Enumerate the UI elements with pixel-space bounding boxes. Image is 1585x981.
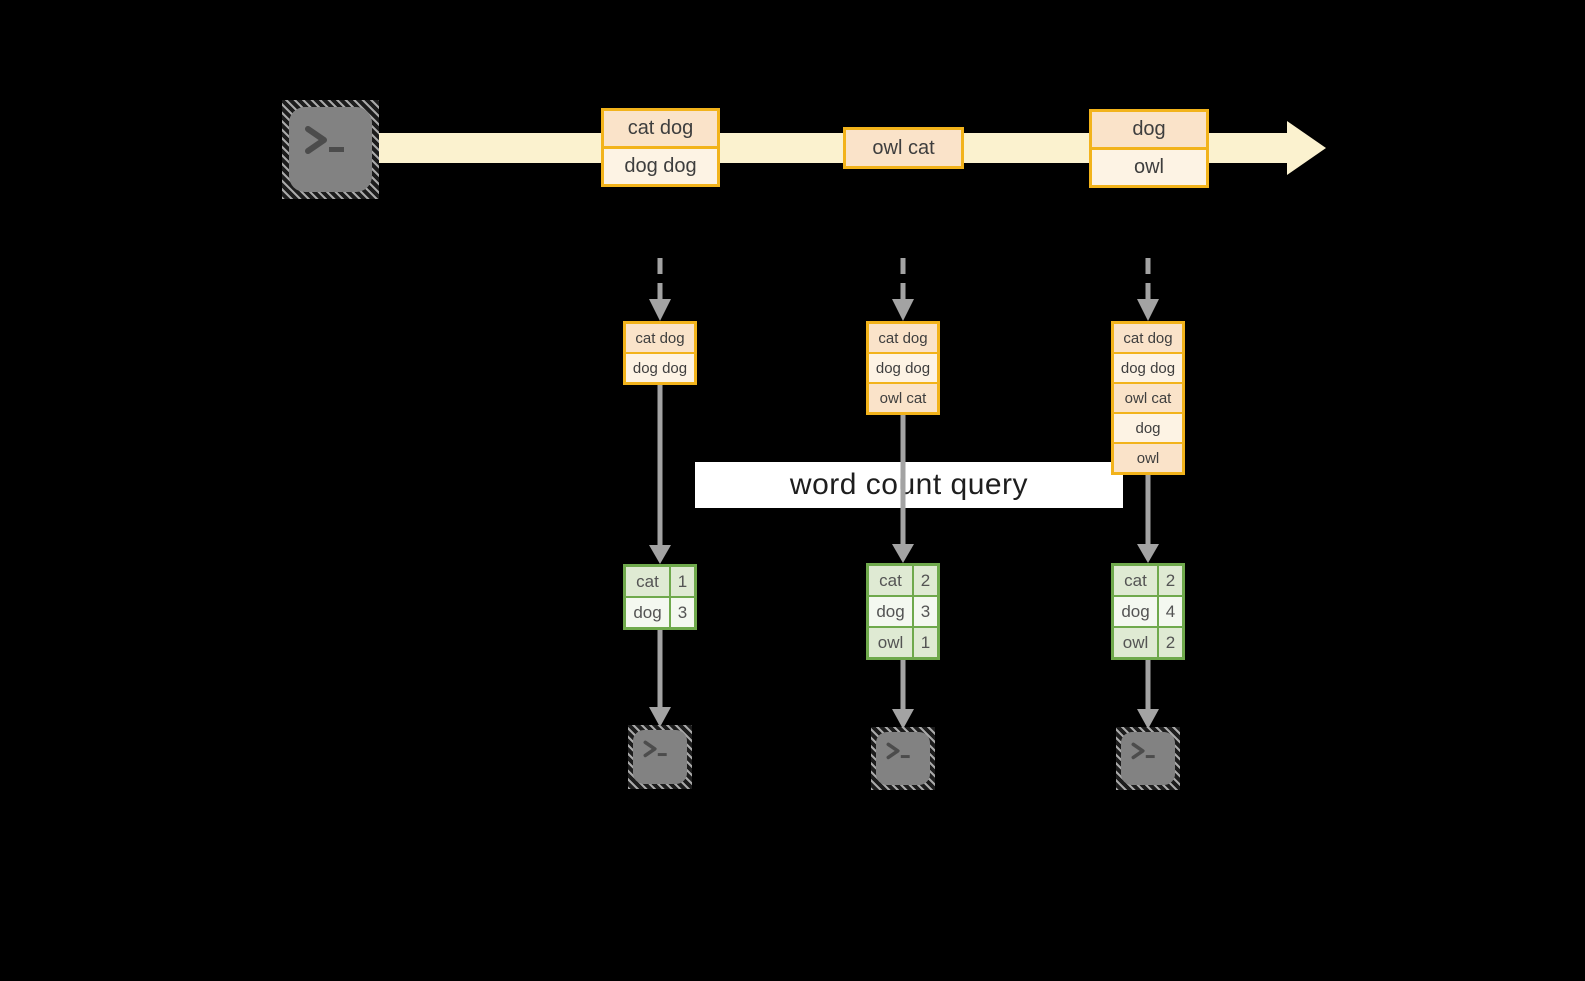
accumulated-row: cat dog <box>626 324 694 352</box>
count-value-cell: 1 <box>914 628 937 657</box>
accumulated-table-2: cat dog dog dog owl cat <box>866 321 940 415</box>
terminal-screen <box>289 107 372 192</box>
stream-record: cat dog <box>604 111 717 146</box>
query-arrowhead-icon <box>1137 544 1159 563</box>
stream-event-3: dog owl <box>1089 109 1209 188</box>
stream-event-2: owl cat <box>843 127 964 169</box>
ingest-arrowhead-icon <box>892 299 914 321</box>
accumulated-row: dog <box>1114 414 1182 442</box>
count-value-cell: 2 <box>1159 566 1182 595</box>
count-word-cell: owl <box>869 628 912 657</box>
accumulated-table-3: cat dog dog dog owl cat dog owl <box>1111 321 1185 475</box>
stream-record: owl <box>1092 150 1206 185</box>
terminal-icon <box>282 100 379 199</box>
accumulated-row: dog dog <box>1114 354 1182 382</box>
count-word-cell: owl <box>1114 628 1157 657</box>
terminal-screen <box>1121 732 1175 785</box>
accumulated-row: cat dog <box>869 324 937 352</box>
accumulated-row: owl cat <box>1114 384 1182 412</box>
stream-event-1: cat dog dog dog <box>601 108 720 187</box>
query-arrowhead-icon <box>649 545 671 564</box>
terminal-icon <box>628 725 692 789</box>
terminal-prompt-icon <box>1131 742 1155 760</box>
ingest-arrowhead-icon <box>1137 299 1159 321</box>
stream-record: owl cat <box>846 130 961 166</box>
terminal-prompt-icon <box>305 126 344 154</box>
count-value-cell: 1 <box>671 567 694 596</box>
accumulated-row: owl cat <box>869 384 937 412</box>
query-band: word count query <box>695 462 1123 508</box>
accumulated-table-1: cat dog dog dog <box>623 321 697 385</box>
count-value-cell: 3 <box>914 597 937 626</box>
accumulated-row: cat dog <box>1114 324 1182 352</box>
accumulated-row: dog dog <box>869 354 937 382</box>
query-label: word count query <box>789 468 1029 501</box>
accumulated-row: dog dog <box>626 354 694 382</box>
count-value-cell: 2 <box>914 566 937 595</box>
terminal-prompt-icon <box>643 740 667 758</box>
output-arrowhead-icon <box>892 709 914 729</box>
count-value-cell: 4 <box>1159 597 1182 626</box>
terminal-prompt-icon <box>886 742 910 760</box>
count-word-cell: cat <box>626 567 669 596</box>
count-value-cell: 2 <box>1159 628 1182 657</box>
terminal-icon <box>871 727 935 790</box>
terminal-screen <box>876 732 930 785</box>
stream-arrowhead-icon <box>1287 121 1326 175</box>
count-table-3: cat 2 dog 4 owl 2 <box>1111 563 1185 660</box>
count-value-cell: 3 <box>671 598 694 627</box>
stream-record: dog <box>1092 112 1206 147</box>
query-arrowhead-icon <box>892 544 914 563</box>
terminal-icon <box>1116 727 1180 790</box>
output-arrowhead-icon <box>1137 709 1159 729</box>
terminal-screen <box>633 730 687 784</box>
count-word-cell: cat <box>1114 566 1157 595</box>
accumulated-row: owl <box>1114 444 1182 472</box>
count-word-cell: dog <box>1114 597 1157 626</box>
count-word-cell: cat <box>869 566 912 595</box>
count-word-cell: dog <box>869 597 912 626</box>
output-arrowhead-icon <box>649 707 671 727</box>
stream-record: dog dog <box>604 149 717 184</box>
count-table-1: cat 1 dog 3 <box>623 564 697 630</box>
count-word-cell: dog <box>626 598 669 627</box>
count-table-2: cat 2 dog 3 owl 1 <box>866 563 940 660</box>
ingest-arrowhead-icon <box>649 299 671 321</box>
